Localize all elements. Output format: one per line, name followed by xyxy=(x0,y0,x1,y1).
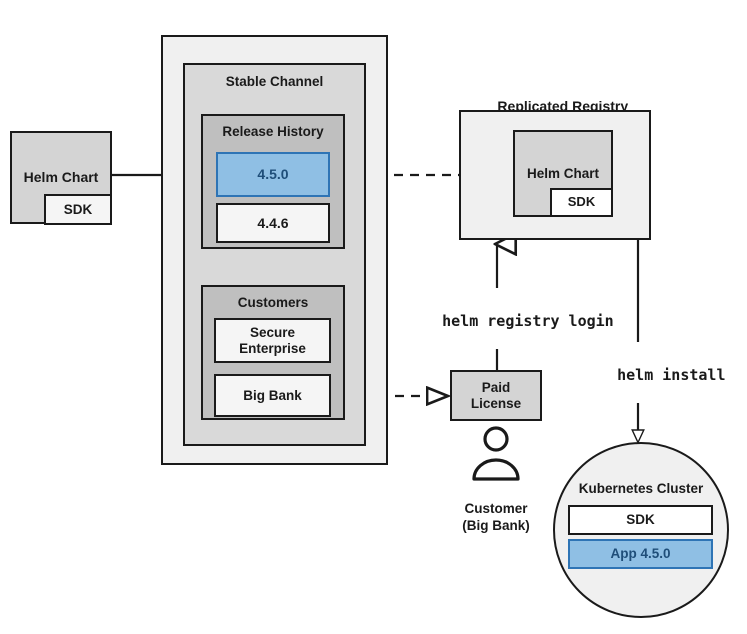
release-item-4-4-6[interactable]: 4.4.6 xyxy=(216,203,330,243)
cluster-component-sdk-label: SDK xyxy=(626,512,655,528)
customer-actor-caption: Customer (Big Bank) xyxy=(440,484,552,535)
registry-helm-chart-label: Helm Chart xyxy=(526,165,599,181)
source-helm-chart-label: Helm Chart xyxy=(23,169,99,186)
cluster-component-app-label: App 4.5.0 xyxy=(610,546,671,562)
customers-title: Customers xyxy=(203,295,343,310)
kubernetes-cluster-title: Kubernetes Cluster xyxy=(555,481,727,496)
release-history-title: Release History xyxy=(203,124,343,139)
registry-helm-chart-sdk: SDK xyxy=(550,188,613,217)
release-item-4-5-0-label: 4.5.0 xyxy=(257,166,289,183)
stable-channel-title: Stable Channel xyxy=(185,74,364,89)
edge-registry-to-cluster xyxy=(631,240,645,445)
cluster-component-app[interactable]: App 4.5.0 xyxy=(568,539,713,569)
paid-license-box: Paid License xyxy=(450,370,542,421)
command-registry-login: helm registry login xyxy=(403,293,617,349)
customer-item-big-bank-label: Big Bank xyxy=(243,387,302,403)
customers-title-text: Customers xyxy=(237,295,309,310)
person-icon xyxy=(472,426,520,481)
customer-item-secure-enterprise[interactable]: Secure Enterprise xyxy=(214,318,331,363)
customer-actor-caption-text: Customer (Big Bank) xyxy=(462,500,530,533)
customer-item-big-bank[interactable]: Big Bank xyxy=(214,374,331,417)
release-history-title-text: Release History xyxy=(222,124,324,139)
command-helm-install-text: helm install xyxy=(617,366,726,384)
release-item-4-4-6-label: 4.4.6 xyxy=(257,214,289,231)
customer-item-secure-enterprise-label: Secure Enterprise xyxy=(239,324,306,356)
kubernetes-cluster-title-text: Kubernetes Cluster xyxy=(578,481,704,496)
command-registry-login-text: helm registry login xyxy=(442,312,614,330)
source-helm-chart-sdk: SDK xyxy=(44,194,112,225)
customer-actor xyxy=(462,425,530,481)
paid-license-label: Paid License xyxy=(470,379,522,411)
source-sdk-label: SDK xyxy=(63,201,93,217)
stable-channel-title-text: Stable Channel xyxy=(225,74,324,89)
registry-sdk-label: SDK xyxy=(567,194,596,210)
command-helm-install: helm install xyxy=(578,347,729,403)
release-item-4-5-0[interactable]: 4.5.0 xyxy=(216,152,330,197)
cluster-component-sdk[interactable]: SDK xyxy=(568,505,713,535)
